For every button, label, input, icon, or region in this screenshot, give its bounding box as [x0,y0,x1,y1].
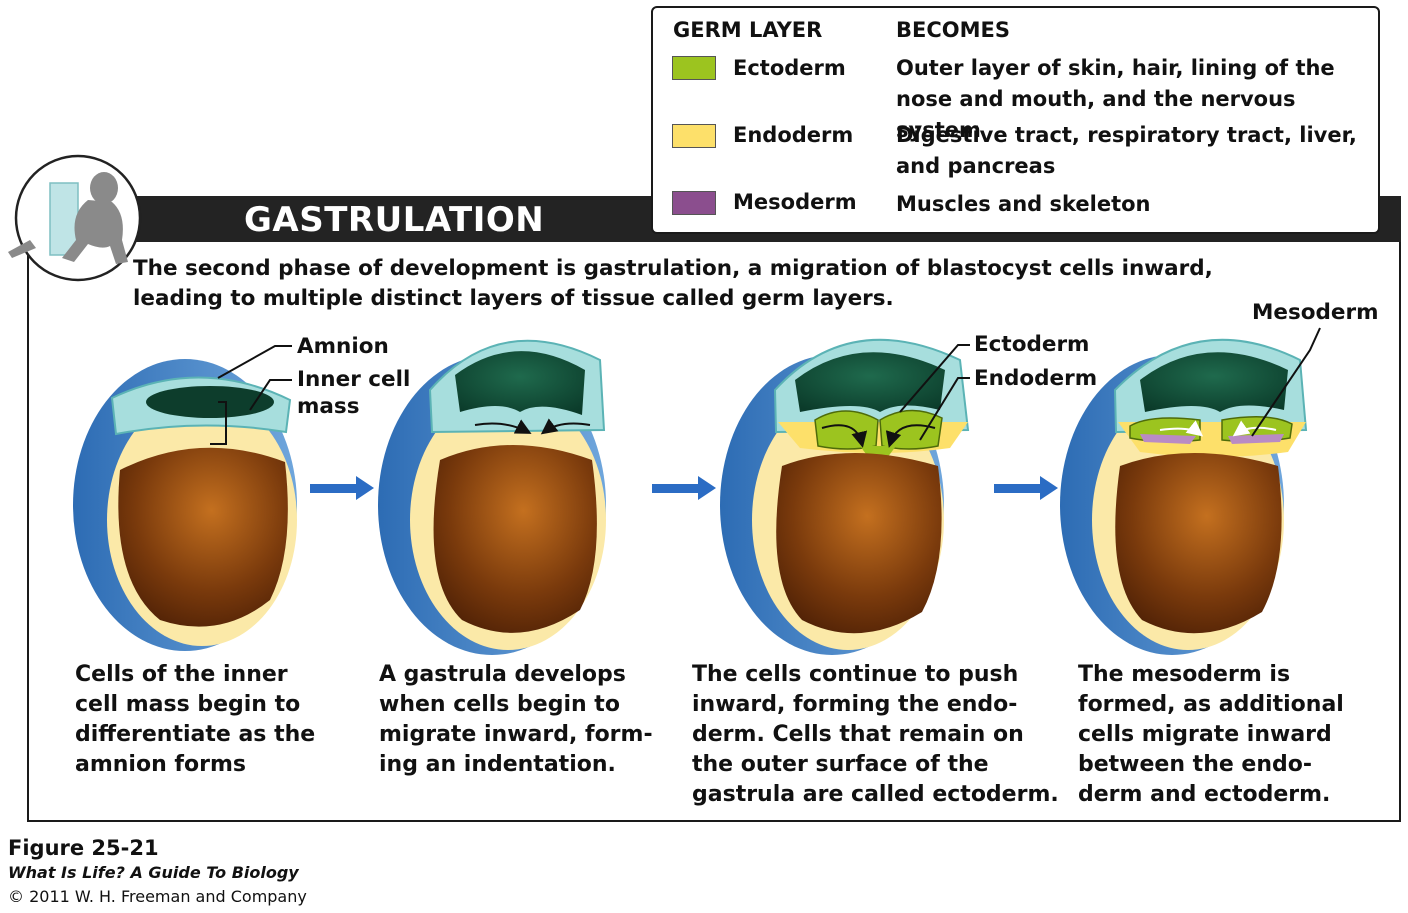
figure-copyright: © 2011 W. H. Freeman and Company [8,887,307,906]
stage-arrow-3 [994,476,1058,500]
mesoderm-leader-line [1251,327,1321,437]
amnion-label: Amnion [297,334,389,359]
stage-arrow-2 [652,476,716,500]
diagram-title: GASTRULATION [244,200,545,240]
legend-box: GERM LAYER BECOMES Ectoderm Outer layer … [651,6,1380,234]
endoderm-swatch [672,124,716,148]
ectoderm-label: Ectoderm [974,332,1090,357]
legend-desc-ectoderm: Outer layer of skin, hair, lining of the… [896,56,1335,142]
stage-arrow-1 [310,476,374,500]
legend-header-layer: GERM LAYER [673,18,823,42]
endoderm-label: Endoderm [974,366,1098,391]
legend-name-ectoderm: Ectoderm [733,56,846,80]
mesoderm-swatch [672,191,716,215]
legend-desc-endoderm: Digestive tract, respiratory tract, live… [896,123,1357,178]
caption-stage-3: The cells continue to push inward, formi… [692,662,1059,807]
inner-cell-mass-label: Inner cell mass [297,367,411,419]
legend-name-mesoderm: Mesoderm [733,190,857,214]
caption-stage-4: The mesoderm is formed, as additional ce… [1078,662,1344,807]
caption-stage-2: A gastrula develops when cells begin to … [379,662,653,777]
embryo-stage-2 [378,339,606,655]
figure-number: Figure 25-21 [8,836,159,860]
ectoderm-swatch [672,56,716,80]
ectoderm-leader-line [899,344,970,413]
intro-text: The second phase of development is gastr… [133,256,1213,311]
mesoderm-label: Mesoderm [1252,300,1379,325]
legend-desc-mesoderm: Muscles and skeleton [896,192,1151,216]
amnion-leader-line [217,345,292,379]
legend-header-becomes: BECOMES [896,18,1010,42]
caption-stage-1: Cells of the inner cell mass begin to di… [75,662,316,777]
inner-cell-mass-leader-line [249,379,292,411]
legend-name-endoderm: Endoderm [733,123,854,147]
inner-cell-mass-bracket [210,401,227,445]
endoderm-leader-line [919,377,970,441]
embryo-stage-4 [1060,338,1308,655]
embryo-stage-1 [73,359,297,651]
figure-book-title: What Is Life? A Guide To Biology [8,863,299,882]
embryo-stage-3 [720,338,970,655]
